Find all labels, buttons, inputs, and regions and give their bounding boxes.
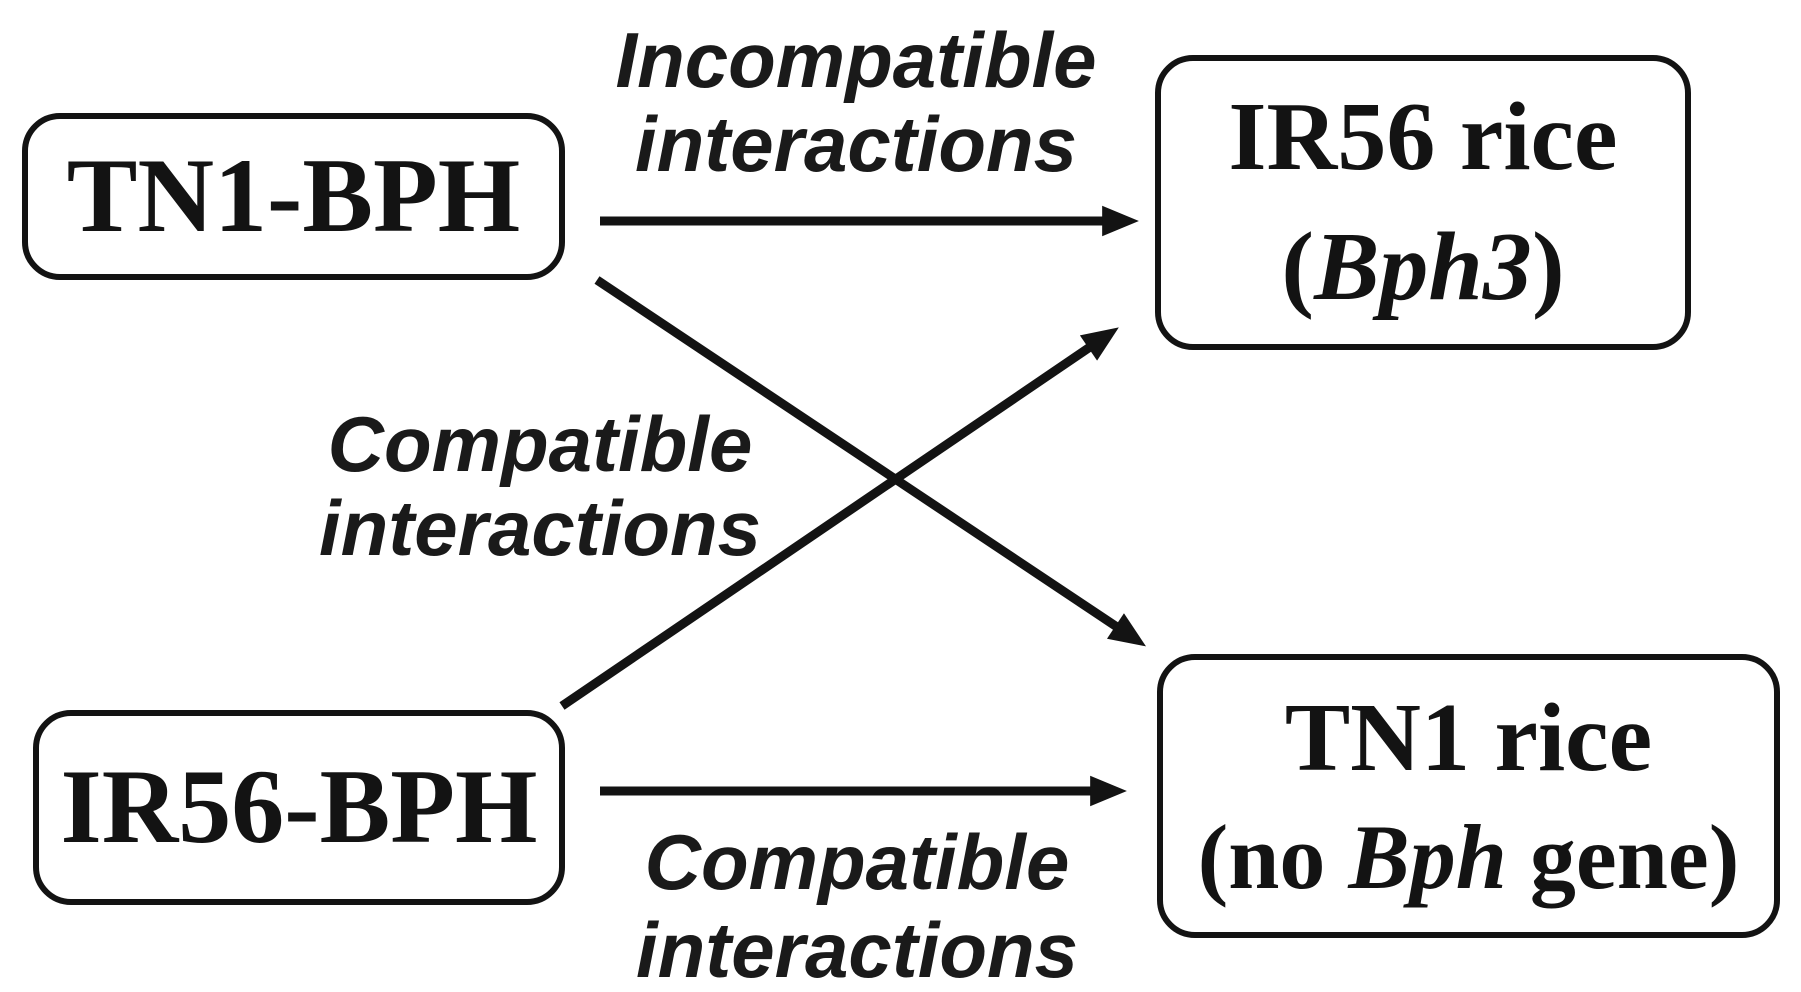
node-tn1-bph-label: TN1-BPH <box>66 137 521 255</box>
edge-label-compatible-interactions-middle: Compatible interactions <box>240 402 840 570</box>
node-ir56-rice-gene-line: (Bph3) <box>1281 203 1564 332</box>
gene-name-bph3: Bph3 <box>1314 212 1532 321</box>
gene-name-bph: Bph <box>1348 805 1507 908</box>
node-ir56-bph-label: IR56-BPH <box>60 748 538 866</box>
node-tn1-rice-gene-line: (no Bph gene) <box>1198 800 1740 914</box>
edge-label-line1: Compatible <box>327 400 753 488</box>
arrow-tn1bph-to-tn1rice <box>594 276 1147 647</box>
node-ir56-bph: IR56-BPH <box>33 710 565 905</box>
arrow-ir56bph-to-ir56rice <box>559 327 1119 710</box>
edge-label-line1: Incompatible <box>615 16 1097 104</box>
node-tn1-bph: TN1-BPH <box>22 113 565 280</box>
edge-label-line1: Compatible <box>644 818 1070 906</box>
paren-close: ) <box>1531 212 1565 321</box>
node-tn1-rice: TN1 rice (no Bph gene) <box>1157 654 1780 938</box>
paren-open: (no <box>1197 805 1349 908</box>
node-tn1-rice-title: TN1 rice <box>1284 684 1653 793</box>
paren-open: ( <box>1281 212 1315 321</box>
node-ir56-rice: IR56 rice (Bph3) <box>1155 55 1691 350</box>
edge-label-line2: interactions <box>634 100 1078 188</box>
edge-label-compatible-interactions-bottom: Compatible interactions <box>557 818 1157 992</box>
edge-label-line2: interactions <box>318 484 762 572</box>
edge-label-incompatible-interactions: Incompatible interactions <box>506 18 1206 186</box>
edge-label-line2: interactions <box>635 906 1079 992</box>
paren-close: gene) <box>1506 805 1740 908</box>
node-ir56-rice-title: IR56 rice <box>1228 83 1618 192</box>
